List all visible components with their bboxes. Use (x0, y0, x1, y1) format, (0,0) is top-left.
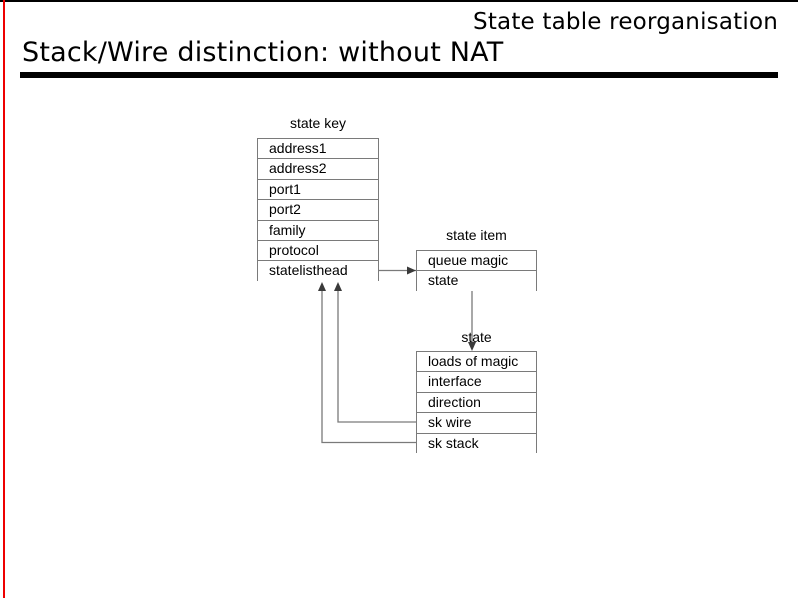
field-address2: address2 (258, 159, 378, 180)
title-underline-rule (20, 72, 778, 78)
running-head: State table reorganisation (473, 9, 778, 35)
state-struct-label: state (461, 329, 492, 345)
page-title: Stack/Wire distinction: without NAT (22, 37, 504, 68)
arrowhead-sk-wire-into-state-key (334, 282, 342, 291)
arrowhead-into-state-item (407, 266, 416, 275)
arrowhead-sk-stack-into-state-key (318, 282, 326, 291)
state-item-label: state item (446, 227, 507, 243)
state-key-label: state key (289, 115, 347, 131)
field-port1: port1 (258, 179, 378, 201)
field-port2: port2 (258, 200, 378, 221)
state-item-struct: queue magic state (416, 250, 537, 292)
field-sk-stack: sk stack (417, 433, 536, 454)
field-direction: direction (417, 392, 536, 414)
state-struct: loads of magic interface direction sk wi… (416, 351, 537, 454)
wire-sk-wire-to-state-key (337, 286, 416, 423)
top-border-rule (0, 0, 798, 2)
field-family: family (258, 220, 378, 241)
wire-sk-stack-to-state-key (321, 286, 416, 444)
field-interface: interface (417, 372, 536, 393)
field-loads-of-magic: loads of magic (417, 352, 536, 373)
field-statelisthead: statelisthead (258, 261, 378, 282)
field-state: state (417, 271, 536, 292)
field-address1: address1 (258, 139, 378, 160)
left-accent-rule (3, 0, 5, 598)
field-queue-magic: queue magic (417, 251, 536, 272)
state-key-struct: address1 address2 port1 port2 family pro… (257, 138, 379, 282)
field-sk-wire: sk wire (417, 413, 536, 434)
field-protocol: protocol (258, 240, 378, 262)
